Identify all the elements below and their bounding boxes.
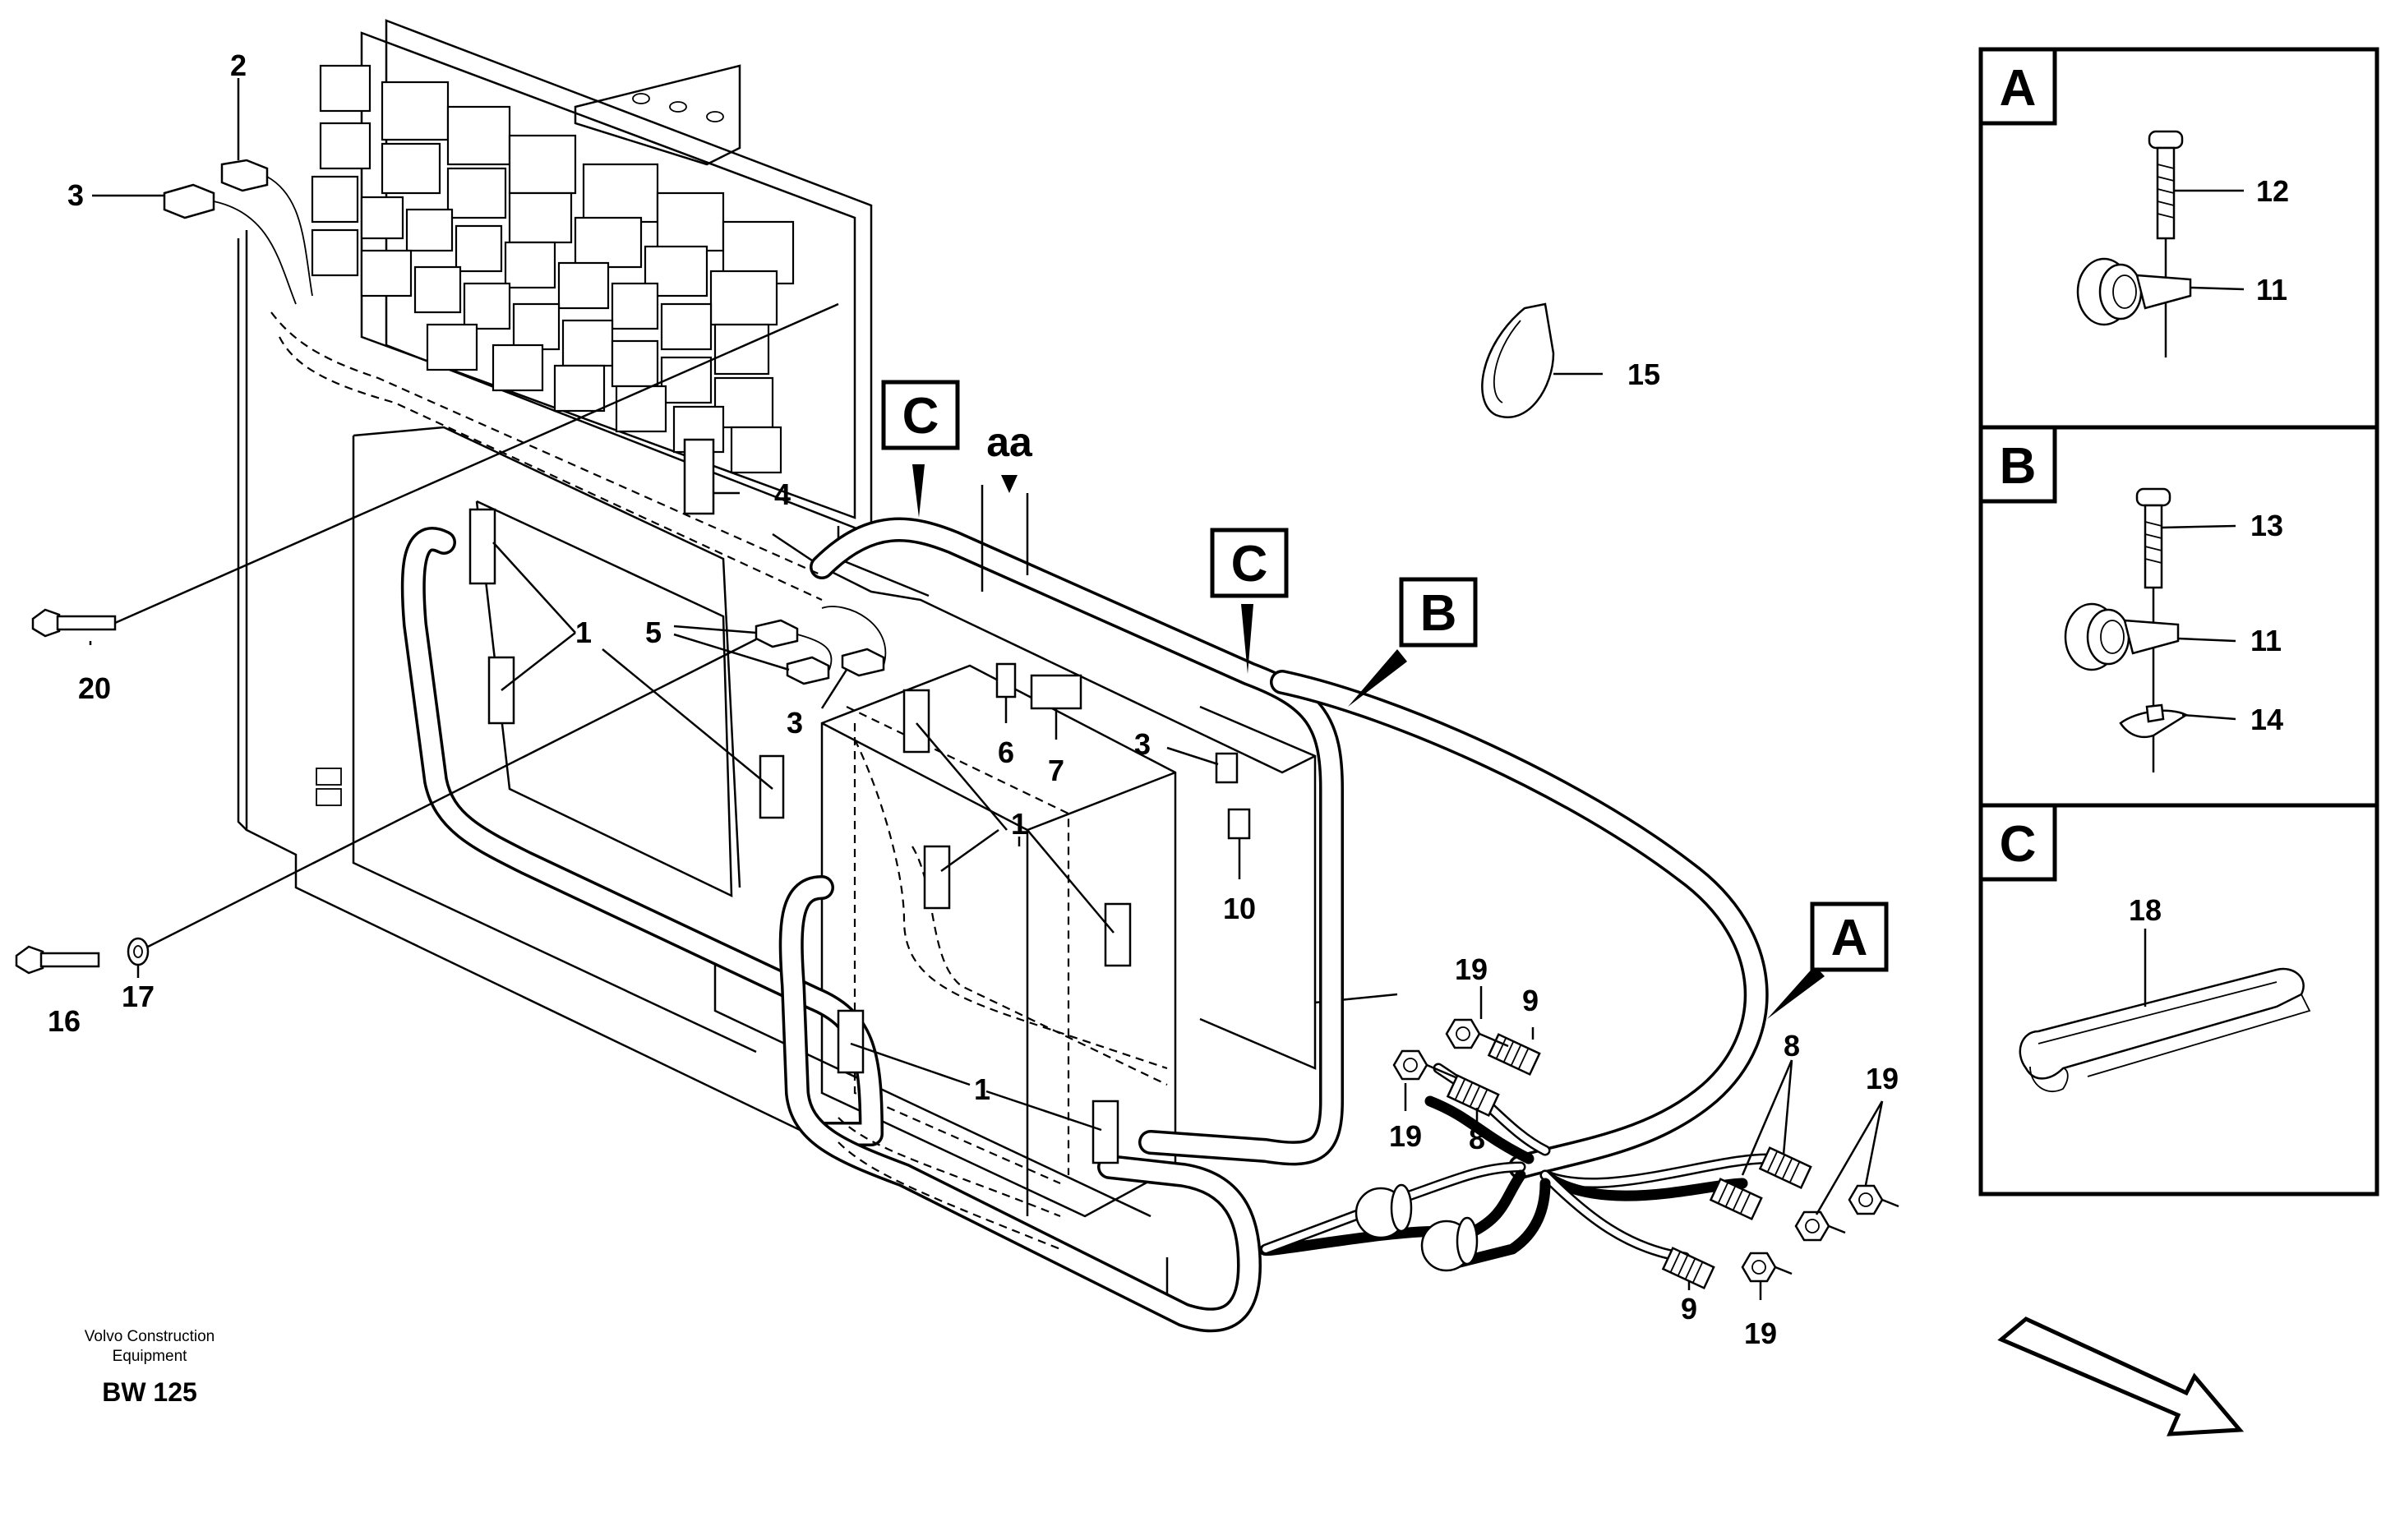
edge-trim-icon — [2019, 967, 2311, 1093]
detail-panel-b-title: B — [2000, 438, 2037, 495]
callout-6: 6 — [998, 735, 1014, 769]
detail-panel-c-title: C — [2000, 816, 2037, 873]
clip-nut-icon — [2119, 703, 2189, 739]
callout-9-b: 9 — [1681, 1292, 1697, 1326]
detail-panel-a: A 12 11 — [1978, 47, 2379, 430]
bolts — [15, 302, 839, 975]
leader-lines — [89, 78, 1884, 1300]
nuts — [1392, 1018, 1899, 1283]
callout-8-b: 8 — [1784, 1029, 1800, 1063]
callout-9-a: 9 — [1522, 984, 1539, 1017]
callout-19-a: 19 — [1455, 952, 1488, 986]
view-marker-b: B — [1399, 577, 1478, 648]
view-marker-c-top: C — [881, 380, 960, 450]
callout-15: 15 — [1627, 357, 1660, 391]
sensor-plugs — [1355, 1183, 1479, 1272]
detail-a-label-11: 11 — [2256, 273, 2287, 307]
detail-panel-b: B 13 11 14 — [1978, 425, 2379, 808]
callout-5: 5 — [645, 616, 662, 649]
callout-19-c: 19 — [1866, 1062, 1899, 1095]
view-marker-a: A — [1810, 901, 1889, 972]
detail-b-label-13: 13 — [2250, 509, 2283, 542]
arrow-right-down-icon — [1997, 1316, 2245, 1436]
view-marker-b-label: B — [1420, 585, 1457, 642]
view-marker-c-top-label: C — [902, 388, 939, 445]
screw-icon — [2135, 487, 2171, 772]
callout-1-center: 1 — [1011, 807, 1027, 841]
grommet-clip-icon — [2064, 602, 2180, 671]
cable-tie — [1481, 302, 1555, 418]
detail-panel-c: C 18 — [1978, 803, 2379, 1196]
detail-a-label-12: 12 — [2256, 174, 2289, 208]
detail-b-label-14: 14 — [2250, 703, 2283, 736]
callout-1-left: 1 — [575, 616, 592, 649]
main-harness — [270, 311, 1769, 1333]
callout-4: 4 — [774, 477, 791, 511]
callout-aa: aa — [986, 419, 1033, 465]
callout-19-d: 19 — [1744, 1316, 1777, 1350]
callouts: 2 3 4 1 5 3 6 7 3 1 10 1 20 16 17 15 19 … — [48, 48, 1899, 1350]
callout-10: 10 — [1223, 892, 1256, 925]
callout-7: 7 — [1048, 754, 1064, 787]
callout-20: 20 — [78, 671, 111, 705]
relay-panel — [311, 19, 873, 536]
detail-panel-a-title: A — [2000, 60, 2037, 117]
callout-16: 16 — [48, 1004, 81, 1038]
callout-1-bottom: 1 — [974, 1072, 990, 1106]
view-marker-a-label: A — [1831, 910, 1868, 966]
footer-company-line1: Volvo Construction — [85, 1328, 215, 1345]
callout-3-mid: 3 — [787, 706, 803, 740]
grommet-clip-icon — [2076, 257, 2192, 326]
detail-c-label-18: 18 — [2129, 893, 2162, 927]
view-marker-c-mid: C — [1210, 528, 1289, 598]
callout-3-top: 3 — [67, 178, 84, 212]
footer-company-line2: Equipment — [113, 1348, 188, 1365]
callout-8-a: 8 — [1469, 1122, 1485, 1155]
callout-17: 17 — [122, 980, 155, 1013]
callout-2: 2 — [230, 48, 247, 82]
view-marker-c-mid-label: C — [1231, 536, 1268, 592]
connectors — [468, 438, 1251, 1164]
threaded-sensors — [1446, 1033, 1812, 1290]
small-plugs — [163, 159, 887, 685]
detail-b-label-11: 11 — [2250, 624, 2282, 657]
footer: Volvo Construction Equipment BW 125 — [85, 1328, 215, 1407]
callout-19-b: 19 — [1389, 1119, 1422, 1153]
footer-code: BW 125 — [102, 1377, 197, 1407]
marker-pointers — [912, 464, 1825, 1019]
callout-3-right: 3 — [1134, 727, 1151, 761]
